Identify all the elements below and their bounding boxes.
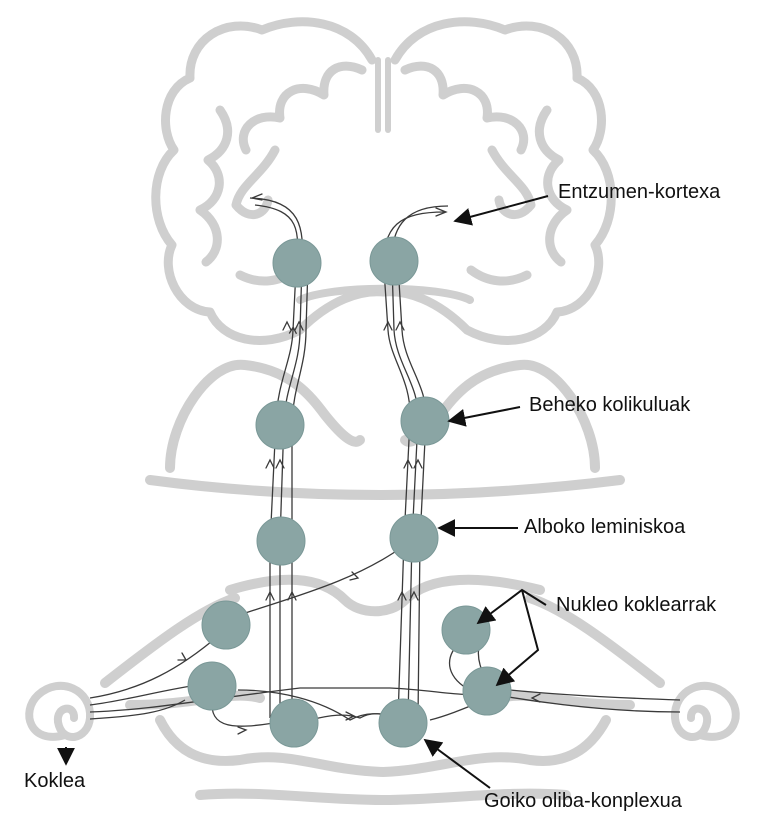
label-cochlear-nuclei: Nukleo koklearrak [556,594,716,617]
nucleus-cochlear-right-dorsal [442,606,490,654]
cerebrum-outline [156,22,612,341]
nucleus-cochlear-left-dorsal [202,601,250,649]
nucleus-olive-right [379,699,427,747]
nucleus-cortex-right [370,237,418,285]
pointer-inferior-colliculi [449,407,520,421]
nucleus-cochlear-right-ventral [463,667,511,715]
midbrain-outline [150,365,620,495]
nucleus-cochlear-left-ventral [188,662,236,710]
nucleus-colliculus-left [256,401,304,449]
label-superior-olive: Goiko oliba-konplexua [484,790,682,813]
cochlea-right [675,686,736,737]
nucleus-colliculus-right [401,397,449,445]
label-auditory-cortex: Entzumen-kortexa [558,181,720,204]
label-lateral-lemniscus: Alboko leminiskoa [524,516,685,539]
nucleus-cortex-left [273,239,321,287]
label-cochlea: Koklea [24,770,85,793]
label-inferior-colliculi: Beheko kolikuluak [529,394,690,417]
cochlea-left [29,686,90,737]
nucleus-lemniscus-right [390,514,438,562]
nucleus-olive-left [270,699,318,747]
nucleus-lemniscus-left [257,517,305,565]
